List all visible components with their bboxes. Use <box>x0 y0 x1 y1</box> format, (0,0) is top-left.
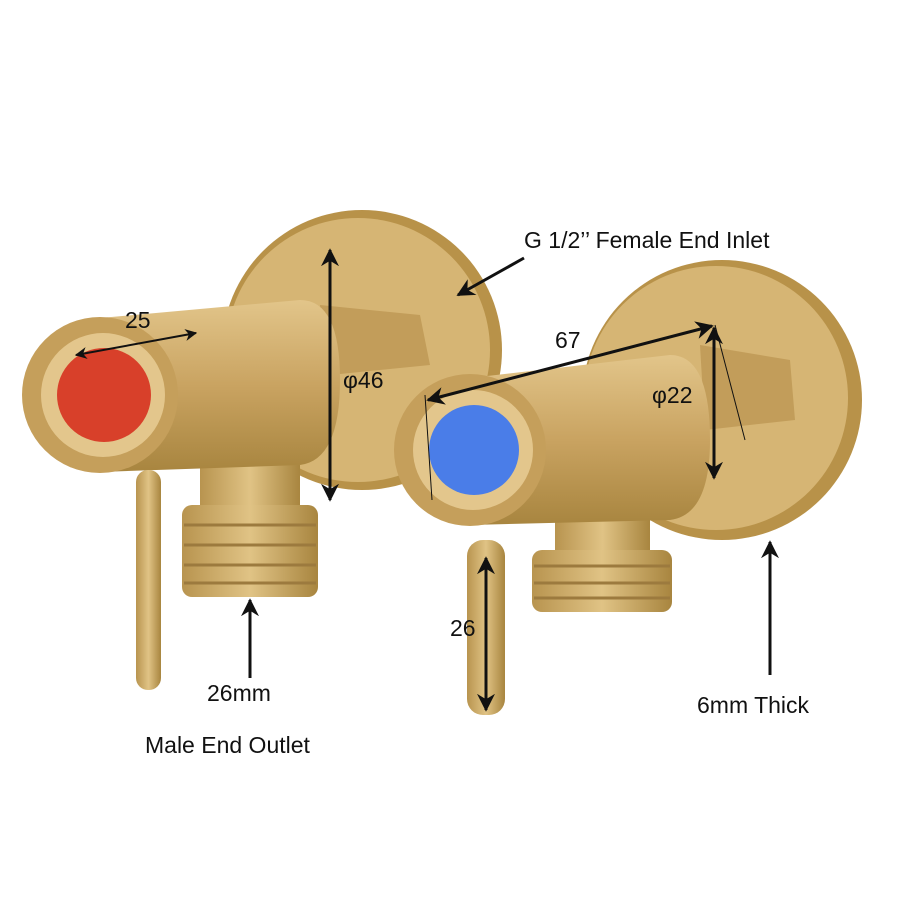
label-inlet: G 1/2’’ Female End Inlet <box>524 227 770 253</box>
label-body-diameter: φ22 <box>652 382 693 408</box>
label-thickness: 6mm Thick <box>697 692 810 718</box>
right-hex-nut <box>700 345 795 430</box>
arrow-inlet <box>456 256 525 297</box>
label-outlet-size: 26mm <box>207 680 271 706</box>
left-outlet <box>182 450 318 597</box>
blue-cold-indicator <box>429 405 519 495</box>
left-hex-nut <box>320 305 430 375</box>
arrow-25 <box>74 329 198 359</box>
label-width-25: 25 <box>125 307 151 333</box>
label-outlet: Male End Outlet <box>145 732 311 758</box>
arrow-67 <box>426 321 714 405</box>
label-lever-26: 26 <box>450 615 476 641</box>
label-plate-diameter: φ46 <box>343 367 384 393</box>
dimension-arrows <box>74 248 779 712</box>
left-lever <box>136 470 161 690</box>
label-length-67: 67 <box>555 327 581 353</box>
red-hot-indicator <box>57 348 151 442</box>
